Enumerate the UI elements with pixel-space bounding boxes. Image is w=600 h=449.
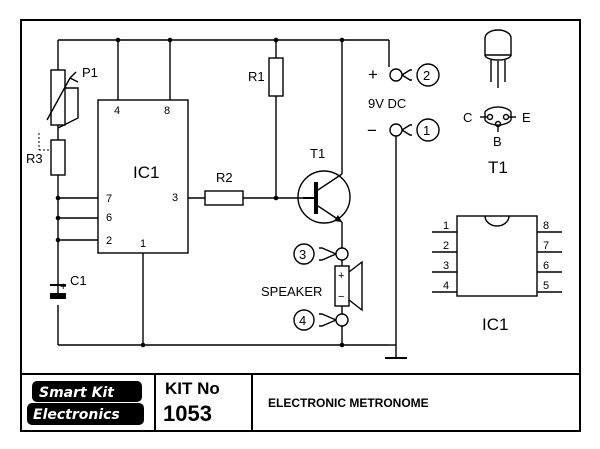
terminal-3-pad: [335, 247, 349, 261]
footer: Smart Kit Electronics KIT No 1053 ELECTR…: [21, 373, 580, 431]
supply-plus: +: [368, 65, 378, 84]
t1-label: T1: [310, 146, 325, 161]
terminal-2-circle: [416, 63, 440, 87]
ic1-label: IC1: [133, 163, 159, 182]
r1-label: R1: [248, 69, 265, 84]
transistor-pinout-symbol: [480, 106, 516, 132]
ic1-pin4: 4: [114, 105, 120, 117]
ic-pin-left-2: 2: [443, 240, 449, 252]
t1-transistor: [297, 170, 351, 224]
ic1-pin8: 8: [164, 105, 170, 117]
ground-symbol: [385, 345, 407, 359]
terminal-4-callout: [293, 309, 337, 331]
terminal-1-circle: [416, 118, 440, 142]
terminal-3-callout: [293, 243, 337, 265]
kit-no-label: KIT No: [165, 379, 220, 398]
speaker-plus: +: [338, 270, 344, 282]
terminal-1-number: 1: [423, 123, 430, 138]
ic-pin-right-5: 5: [543, 280, 549, 292]
terminal-2-pad: [389, 68, 403, 82]
ic1-pin6: 6: [106, 212, 112, 224]
ic1-pin2: 2: [106, 235, 112, 247]
junction-dots: [55, 37, 345, 348]
supply-minus: −: [367, 121, 377, 140]
terminal-4-number: 4: [299, 313, 306, 328]
ic-pin-left-4: 4: [443, 280, 449, 292]
p1-potentiometer: [46, 69, 79, 129]
ic-pin-left-3: 3: [443, 260, 449, 272]
r3-resistor: [38, 133, 66, 176]
brand-logo: Smart Kit Electronics: [27, 381, 144, 425]
r2-label: R2: [216, 170, 233, 185]
pinout-c-label: C: [463, 110, 472, 125]
p1-label: P1: [82, 65, 98, 80]
ic-package-drawing: [432, 215, 562, 297]
pinout-ic1-label: IC1: [482, 315, 508, 334]
terminal-4-pad: [335, 313, 349, 327]
kit-title: ELECTRONIC METRONOME: [268, 396, 429, 410]
ic-pin-right-7: 7: [543, 240, 549, 252]
c1-plus: +: [60, 281, 66, 293]
terminal-2-number: 2: [423, 68, 430, 83]
ic1-pin3: 3: [172, 192, 178, 204]
ic1-pin7: 7: [106, 193, 112, 205]
ic-pin-right-6: 6: [543, 260, 549, 272]
r2-resistor: [204, 190, 244, 206]
transistor-package-drawing: [484, 29, 512, 88]
terminal-1-pad: [389, 123, 403, 137]
brand-line2: Electronics: [33, 407, 120, 423]
brand-line1: Smart Kit: [39, 385, 115, 401]
kit-number: 1053: [163, 401, 212, 426]
supply-label: 9V DC: [368, 96, 406, 111]
outer-border: [20, 19, 581, 432]
pinout-e-label: E: [522, 110, 531, 125]
r3-label: R3: [26, 151, 43, 166]
terminal-3-number: 3: [299, 247, 306, 262]
ic-pin-left-1: 1: [443, 220, 449, 232]
speaker-label: SPEAKER: [261, 284, 322, 299]
pinout-b-label: B: [493, 134, 502, 149]
speaker-minus: −: [338, 291, 344, 303]
pinout-t1-label: T1: [488, 158, 508, 177]
ic-pin-right-8: 8: [543, 220, 549, 232]
c1-label: C1: [70, 273, 87, 288]
c1-capacitor: [50, 284, 66, 299]
r1-resistor: [268, 57, 284, 97]
ic1-pin1: 1: [140, 238, 146, 250]
